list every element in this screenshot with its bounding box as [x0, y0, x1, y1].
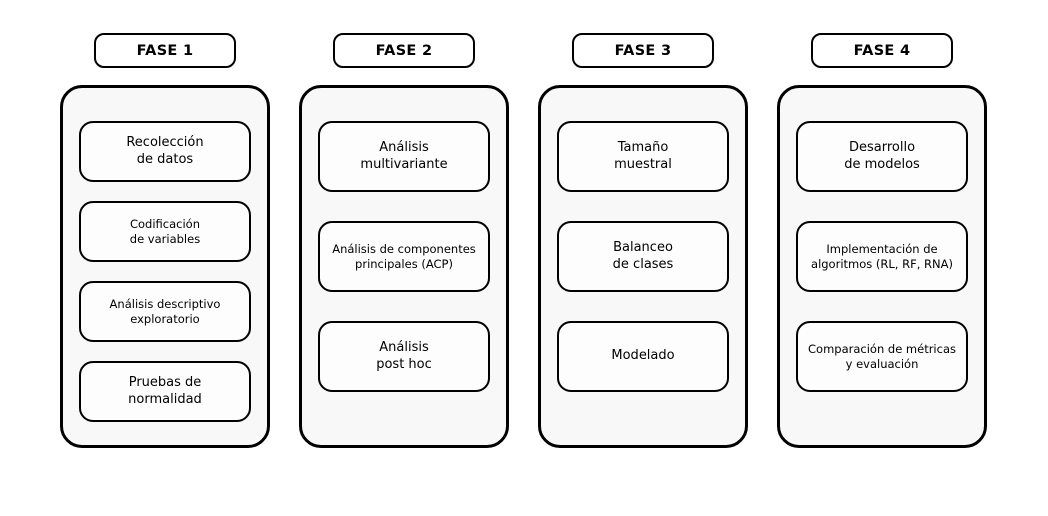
phase-header-2: FASE 2	[333, 33, 475, 68]
step-box: Análisis post hoc	[318, 321, 490, 392]
step-box: Pruebas de normalidad	[79, 361, 251, 422]
phase-header-3: FASE 3	[572, 33, 714, 68]
step-box: Recolección de datos	[79, 121, 251, 182]
step-box: Balanceo de clases	[557, 221, 729, 292]
step-box: Análisis de componentes principales (ACP…	[318, 221, 490, 292]
step-box: Análisis multivariante	[318, 121, 490, 192]
step-box: Implementación de algoritmos (RL, RF, RN…	[796, 221, 968, 292]
step-box: Desarrollo de modelos	[796, 121, 968, 192]
step-box: Comparación de métricas y evaluación	[796, 321, 968, 392]
phase-header-1: FASE 1	[94, 33, 236, 68]
step-box: Tamaño muestral	[557, 121, 729, 192]
step-box: Análisis descriptivo exploratorio	[79, 281, 251, 342]
step-box: Modelado	[557, 321, 729, 392]
step-box: Codificación de variables	[79, 201, 251, 262]
phase-header-4: FASE 4	[811, 33, 953, 68]
